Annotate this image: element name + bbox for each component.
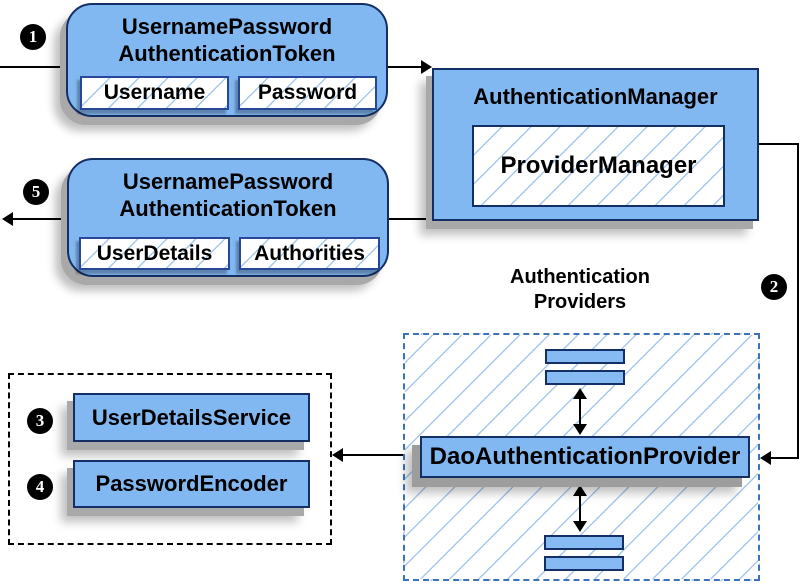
arrowhead-up-icon: [573, 388, 587, 399]
connector-manager-to-provider-bottom-line: [771, 457, 799, 459]
user-details-field-box: UserDetails: [79, 237, 230, 270]
dao-authentication-provider-box: DaoAuthenticationProvider: [420, 436, 750, 478]
connector-incoming-line: [0, 66, 66, 68]
arrowhead-down-icon: [573, 521, 587, 532]
box-title-line: AuthenticationToken: [118, 41, 336, 66]
password-field-box: Password: [238, 76, 377, 110]
authentication-providers-label: Authentication Providers: [460, 265, 700, 315]
connector-manager-to-provider-vertical-line: [797, 143, 799, 459]
step-1-badge: 1: [20, 24, 46, 50]
provider-manager-box: ProviderManager: [472, 125, 725, 207]
step-5-badge: 5: [23, 179, 49, 205]
step-2-badge: 2: [761, 274, 787, 300]
provider-placeholder-bar: [545, 370, 625, 385]
box-title: AuthenticationManager: [473, 84, 718, 109]
connector-result-outgoing-line: [12, 218, 67, 220]
bidirectional-arrow-line: [579, 494, 581, 523]
arrowhead-up-icon: [573, 485, 587, 496]
box-title-line: AuthenticationToken: [119, 196, 337, 221]
arrowhead-down-icon: [573, 424, 587, 435]
connector-token-to-manager-line: [388, 66, 424, 68]
box-title-line: UsernamePassword: [122, 169, 334, 194]
step-3-badge: 3: [27, 408, 53, 434]
arrowhead-left-icon: [760, 451, 771, 465]
step-4-badge: 4: [27, 474, 53, 500]
label-line: Providers: [533, 291, 627, 313]
username-password-token-result-box: UsernamePassword AuthenticationToken Use…: [67, 158, 389, 277]
arrowhead-left-icon: [2, 212, 13, 226]
provider-placeholder-bar: [545, 349, 625, 364]
box-title-line: UsernamePassword: [121, 14, 333, 39]
provider-placeholder-bar: [544, 556, 624, 571]
arrowhead-right-icon: [421, 60, 432, 74]
arrowhead-left-icon: [332, 448, 343, 462]
connector-manager-to-provider-top-line: [757, 143, 799, 145]
services-container: [8, 373, 332, 545]
username-field-box: Username: [80, 76, 229, 110]
bidirectional-arrow-line: [579, 397, 581, 426]
user-details-service-box: UserDetailsService: [73, 393, 310, 442]
connector-dao-to-services-line: [343, 454, 404, 456]
authentication-manager-box: AuthenticationManager ProviderManager: [432, 68, 759, 221]
password-encoder-box: PasswordEncoder: [73, 460, 310, 508]
username-password-token-request-box: UsernamePassword AuthenticationToken Use…: [66, 3, 388, 117]
provider-placeholder-bar: [544, 535, 624, 550]
connector-manager-to-result-line: [388, 218, 432, 220]
authorities-field-box: Authorities: [239, 237, 380, 270]
label-line: Authentication: [510, 266, 650, 288]
